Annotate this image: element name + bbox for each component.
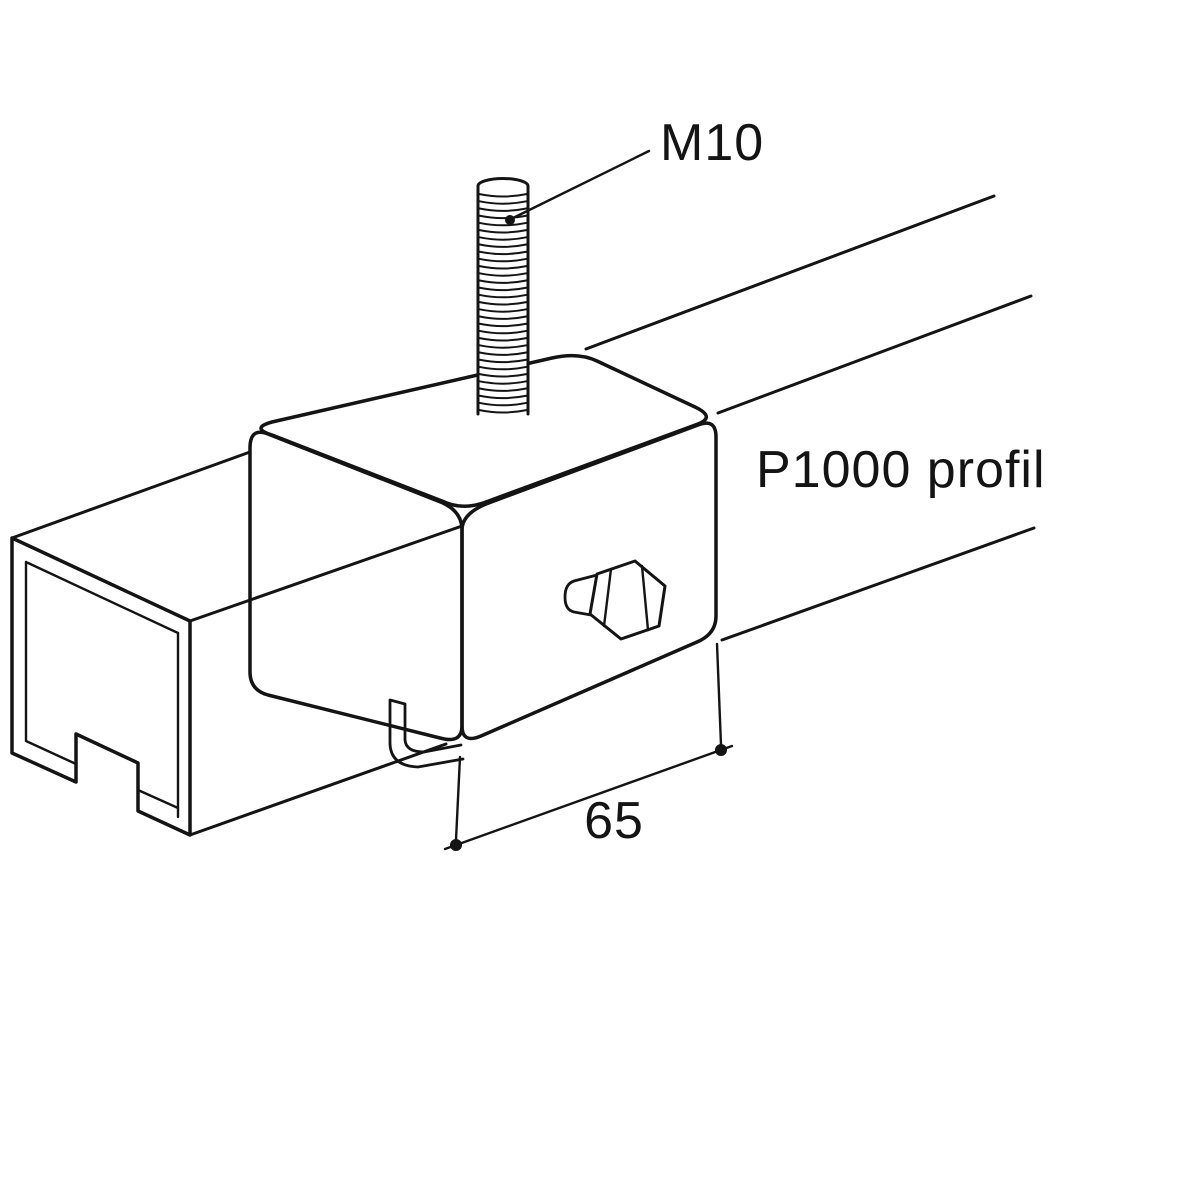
bolt-head-facets [602, 564, 650, 632]
rod-thread-line [478, 401, 528, 407]
rail-bottom-near-edge-right [720, 526, 1036, 642]
rod-thread-line [478, 243, 528, 248]
rail-end-face-wall-detail [24, 560, 180, 819]
rail-end-face-outline [10, 536, 192, 837]
rod-thread-line [478, 293, 528, 299]
rod-outline [476, 177, 530, 416]
rod-thread-line [478, 250, 528, 256]
rod-thread-line [478, 409, 528, 414]
rod-thread-line [478, 265, 528, 270]
rod-thread-line [478, 214, 528, 220]
dimension-line [443, 744, 734, 851]
bracket-right-face [460, 421, 718, 741]
rod-thread-line [478, 301, 528, 306]
dimension-value-label: 65 [584, 792, 644, 850]
rod-thread-line [478, 221, 528, 227]
rail-top-far-edge-right [584, 194, 996, 351]
dimension-endpoint-dot-left [450, 839, 462, 851]
hex-bolt [563, 559, 667, 641]
dimension-endpoint-dot-right [715, 744, 727, 756]
rod-thread-line [478, 315, 528, 320]
rod-thread-line [478, 394, 528, 400]
rod-thread-line [478, 365, 528, 371]
mounting-bracket [188, 353, 718, 769]
rod-thread-line [478, 380, 528, 385]
rail-profile-right-run [584, 194, 1036, 642]
leader-line [509, 149, 651, 221]
rod-thread-line [478, 337, 528, 342]
profile-name-label: P1000 profil [756, 441, 1046, 499]
dimension-extension-line-right [715, 642, 723, 747]
rail-top-far-edge-left [10, 450, 252, 540]
rod-size-callout: M10 [505, 114, 764, 225]
rail-profile-left-end [10, 450, 448, 837]
rod-thread-line [478, 373, 528, 378]
rod-thread-line [478, 351, 528, 356]
rod-thread-line [478, 358, 528, 364]
rod-threads [478, 193, 528, 414]
rail-top-near-edge-right [716, 294, 1033, 415]
rod-thread-line [478, 279, 528, 284]
bolt-shank-stub [563, 573, 599, 617]
rod-thread-line [478, 200, 528, 205]
rod-thread-line [478, 236, 528, 241]
rod-thread-line [478, 272, 528, 277]
rod-thread-line [478, 387, 528, 392]
rod-thread-line [478, 229, 528, 234]
rod-thread-line [478, 344, 528, 349]
rail-bottom-near-edge-left [188, 742, 448, 837]
rod-thread-line [478, 322, 528, 328]
threaded-rod [476, 177, 530, 416]
rod-thread-line [478, 308, 528, 313]
rod-thread-line [478, 193, 528, 198]
rod-thread-line [478, 207, 528, 212]
bracket-bottom-hook [388, 698, 465, 769]
dimension-extension-line-left [454, 755, 462, 842]
width-dimension: 65 [443, 642, 734, 851]
rod-thread-line [478, 286, 528, 292]
rod-thread-line [478, 257, 528, 263]
rail-top-near-edge-through-bracket [188, 524, 464, 623]
rod-thread-line [478, 329, 528, 335]
rod-size-label: M10 [660, 114, 764, 172]
